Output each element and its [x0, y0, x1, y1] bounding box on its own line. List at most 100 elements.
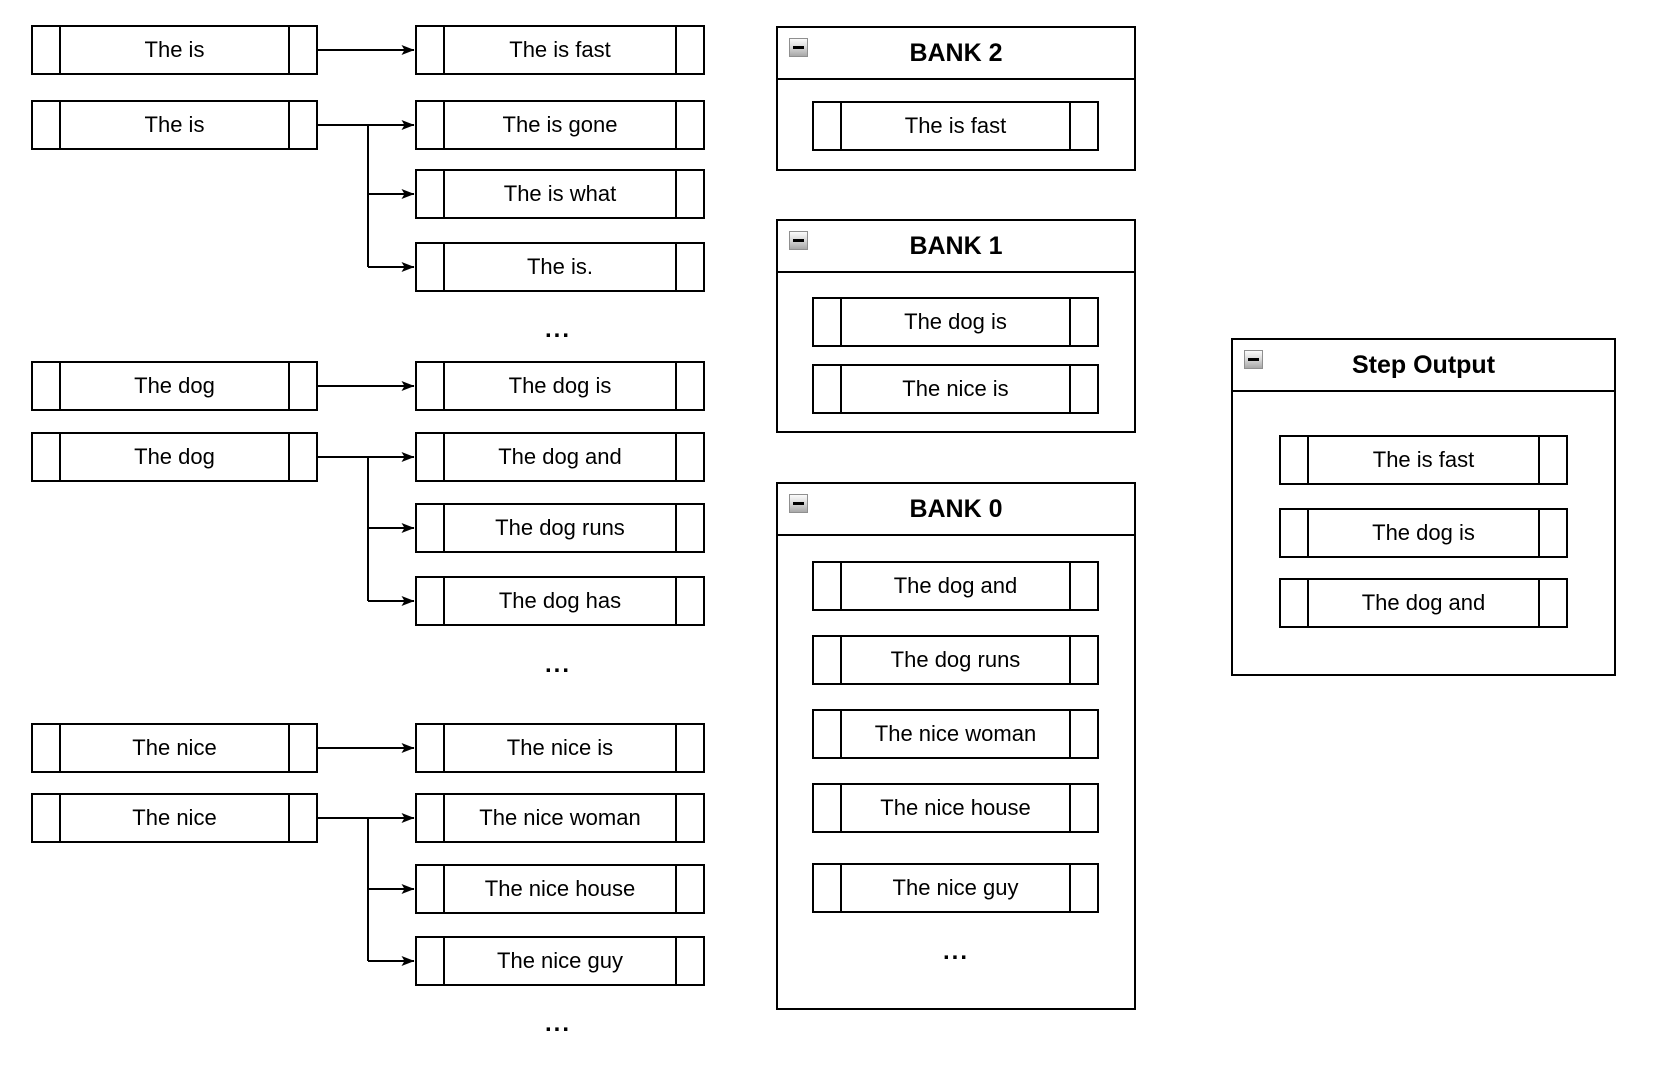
node-left-cell [59, 363, 61, 409]
tree-is-ellipsis: ... [544, 316, 572, 343]
panel-bank-2-item-node: The is fast [812, 101, 1099, 151]
node-right-cell [675, 725, 677, 771]
node-left-cell [443, 505, 445, 551]
node-right-cell [675, 866, 677, 912]
tree-dog-target-node: The dog has [415, 576, 705, 626]
node-left-cell [443, 795, 445, 841]
node-left-cell [59, 102, 61, 148]
tree-is-target-node: The is fast [415, 25, 705, 75]
tree-nice-source-node: The nice [31, 793, 318, 843]
node-left-cell [1307, 510, 1309, 556]
panel-bank-0-item-node: The nice guy [812, 863, 1099, 913]
node-label: The is gone [502, 112, 618, 137]
node-left-cell [443, 938, 445, 984]
node-label: The is. [526, 254, 594, 279]
collapse-button[interactable] [789, 494, 808, 513]
panel-bank-0-item-node: The dog runs [812, 635, 1099, 685]
tree-dog-target-node: The dog runs [415, 503, 705, 553]
minus-icon [1248, 358, 1259, 361]
node-right-cell [1069, 366, 1071, 412]
node-left-cell [443, 866, 445, 912]
node-right-cell [675, 363, 677, 409]
tree-nice-source-node: The nice [31, 723, 318, 773]
collapse-button[interactable] [789, 231, 808, 250]
panel-step-output-item-node: The dog and [1279, 578, 1568, 628]
node-right-cell [1069, 785, 1071, 831]
minus-icon [793, 46, 804, 49]
node-label: The dog is [508, 373, 612, 398]
node-left-cell [443, 363, 445, 409]
node-right-cell [675, 27, 677, 73]
node-left-cell [840, 711, 842, 757]
node-right-cell [1069, 299, 1071, 345]
node-label: The is [144, 37, 205, 62]
minus-icon [793, 239, 804, 242]
tree-dog-source-node: The dog [31, 432, 318, 482]
node-label: The nice woman [874, 721, 1037, 746]
node-right-cell [675, 578, 677, 624]
node-left-cell [840, 299, 842, 345]
node-right-cell [1538, 437, 1540, 483]
node-label: The nice is [506, 735, 614, 760]
panel-bank-0-header: BANK 0 [778, 484, 1134, 536]
node-right-cell [288, 363, 290, 409]
node-right-cell [288, 434, 290, 480]
node-label: The is fast [904, 113, 1007, 138]
panel-bank-1-item-node: The nice is [812, 364, 1099, 414]
panel-title: BANK 0 [909, 494, 1003, 523]
node-label: The nice is [902, 376, 1009, 401]
panel-step-output-item-node: The dog is [1279, 508, 1568, 558]
tree-is-target-node: The is what [415, 169, 705, 219]
node-label: The nice house [880, 795, 1031, 820]
node-right-cell [1069, 637, 1071, 683]
node-left-cell [443, 171, 445, 217]
node-right-cell [675, 505, 677, 551]
panel-bank-0-item-node: The dog and [812, 561, 1099, 611]
node-left-cell [59, 795, 61, 841]
node-label: The dog is [904, 309, 1007, 334]
node-label: The dog has [498, 588, 622, 613]
tree-nice-target-node: The nice is [415, 723, 705, 773]
node-label: The is what [503, 181, 617, 206]
node-label: The dog runs [890, 647, 1021, 672]
tree-nice-target-node: The nice guy [415, 936, 705, 986]
tree-nice-target-node: The nice house [415, 864, 705, 914]
node-label: The is [144, 112, 205, 137]
node-left-cell [840, 103, 842, 149]
node-right-cell [1069, 711, 1071, 757]
node-left-cell [1307, 437, 1309, 483]
tree-nice-ellipsis: ... [544, 1010, 572, 1037]
panel-bank-1-header: BANK 1 [778, 221, 1134, 273]
tree-is-source-node: The is [31, 100, 318, 150]
node-label: The is fast [509, 37, 611, 62]
collapse-button[interactable] [1244, 350, 1263, 369]
node-right-cell [1538, 510, 1540, 556]
node-right-cell [288, 27, 290, 73]
node-label: The nice house [484, 876, 636, 901]
node-label: The nice woman [479, 805, 641, 830]
node-label: The is fast [1372, 447, 1475, 472]
tree-dog-target-node: The dog is [415, 361, 705, 411]
node-right-cell [288, 725, 290, 771]
node-left-cell [443, 578, 445, 624]
node-label: The nice guy [497, 948, 623, 973]
tree-is-target-node: The is. [415, 242, 705, 292]
node-right-cell [675, 938, 677, 984]
tree-nice-target-node: The nice woman [415, 793, 705, 843]
node-right-cell [288, 795, 290, 841]
tree-dog-ellipsis: ... [544, 651, 572, 678]
collapse-button[interactable] [789, 38, 808, 57]
node-right-cell [1069, 563, 1071, 609]
node-left-cell [840, 637, 842, 683]
minus-icon [793, 502, 804, 505]
node-label: The dog and [893, 573, 1018, 598]
node-right-cell [1538, 580, 1540, 626]
node-left-cell [840, 865, 842, 911]
tree-dog-source-node: The dog [31, 361, 318, 411]
node-left-cell [443, 102, 445, 148]
tree-is-source-node: The is [31, 25, 318, 75]
node-left-cell [840, 785, 842, 831]
node-label: The dog and [1361, 590, 1486, 615]
node-left-cell [840, 563, 842, 609]
